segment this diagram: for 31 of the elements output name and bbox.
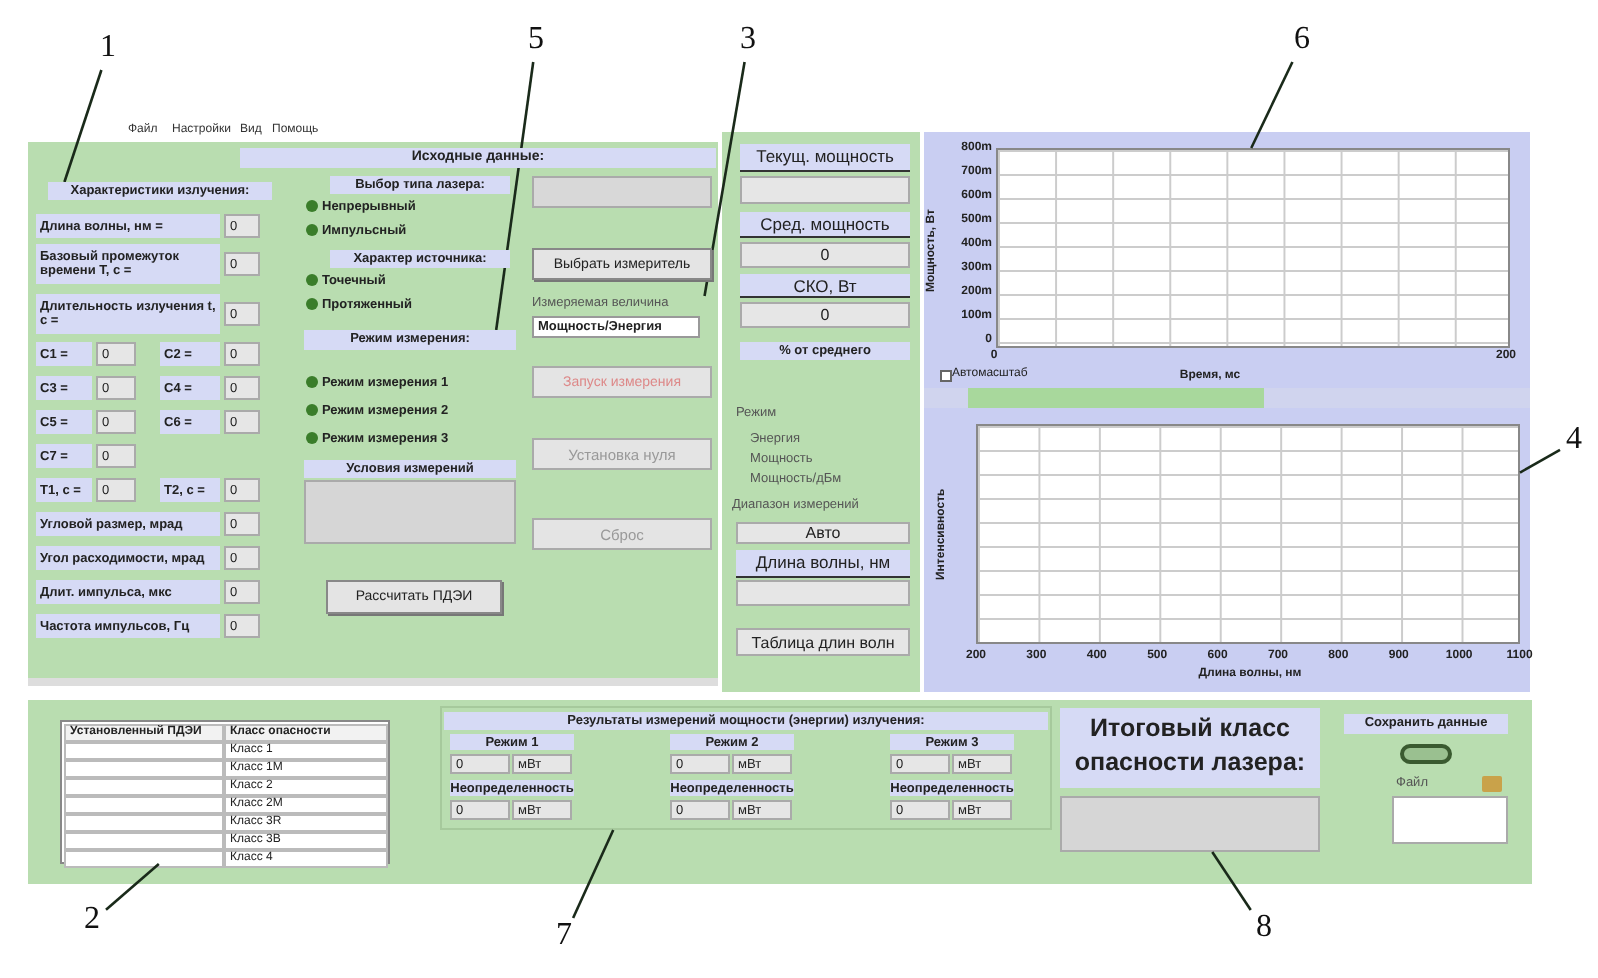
leader-line (1519, 448, 1561, 474)
leader-line (63, 69, 103, 183)
select-field: Таблица длин волн (736, 628, 910, 656)
leader-line (571, 829, 615, 919)
chart-plot (976, 424, 1520, 644)
leader-line (1211, 851, 1252, 911)
field-label: СКО, Вт (740, 274, 910, 298)
callout-number: 8 (1252, 912, 1276, 948)
field-label: Длина волны, нм (736, 550, 910, 578)
output-field (1060, 796, 1320, 852)
heading: Итоговый класс опасности лазера: (1060, 708, 1320, 788)
callout-number: 2 (80, 904, 104, 940)
callout-number: 5 (524, 24, 548, 60)
field-label: Текущ. мощность (740, 144, 910, 172)
leader-line (1250, 61, 1294, 149)
chart-plot (996, 148, 1510, 348)
text-area (304, 480, 516, 544)
output-field: 0 (740, 242, 910, 268)
data-table (60, 720, 390, 864)
callout-number: 7 (552, 920, 576, 956)
leader-line (105, 863, 160, 911)
field-label: Сред. мощность (740, 212, 910, 238)
callout-number: 3 (736, 24, 760, 60)
results-panel (440, 706, 1052, 830)
select-field: Авто (736, 522, 910, 544)
leader-line (494, 61, 535, 331)
callout-number: 1 (96, 32, 120, 68)
leader-line (703, 61, 746, 297)
callout-number: 4 (1562, 424, 1586, 460)
callout-number: 6 (1290, 24, 1314, 60)
output-field: 0 (740, 302, 910, 328)
